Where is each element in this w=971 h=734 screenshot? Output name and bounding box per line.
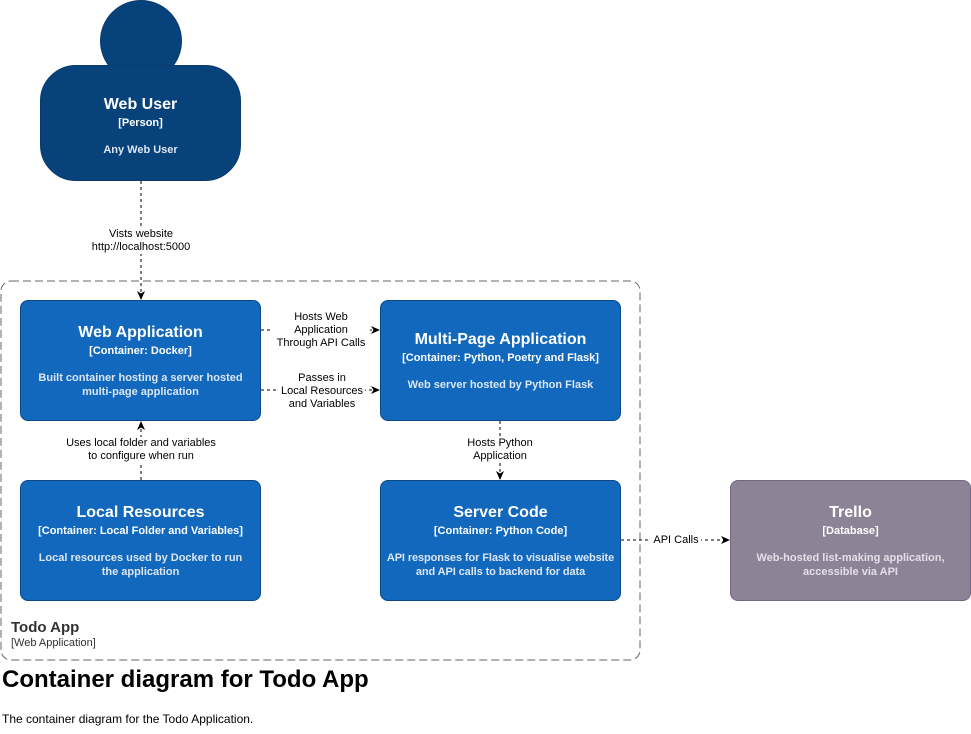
boundary-type: [Web Application] <box>11 637 96 649</box>
edge-label-passes-in: Passes in Local Resources and Variables <box>279 372 365 411</box>
container-title: Multi-Page Application <box>414 331 587 348</box>
trello-database[interactable]: Trello [Database] Web-hosted list-making… <box>730 480 971 601</box>
diagram-title: Container diagram for Todo App <box>2 666 369 693</box>
edge-label-api-calls: API Calls <box>651 534 701 547</box>
edge-label-hosts-web: Hosts Web Application Through API Calls <box>272 311 370 350</box>
diagram-description: The container diagram for the Todo Appli… <box>2 712 254 726</box>
container-title: Web Application <box>78 324 203 341</box>
database-description: Web-hosted list-making application, acce… <box>756 552 945 578</box>
container-description: Web server hosted by Python Flask <box>407 379 594 391</box>
database-title: Trello <box>829 504 872 521</box>
web-application-container[interactable]: Web Application [Container: Docker] Buil… <box>20 300 261 421</box>
container-description: API responses for Flask to visualise web… <box>386 552 615 578</box>
container-type: [Container: Python, Poetry and Flask] <box>402 352 599 364</box>
server-code-container[interactable]: Server Code [Container: Python Code] API… <box>380 480 621 601</box>
edge-label-hosts-python: Hosts Python Application <box>462 437 538 463</box>
database-type: [Database] <box>822 525 879 537</box>
container-title: Local Resources <box>76 504 205 521</box>
web-user-person[interactable]: Web User [Person] Any Web User <box>40 65 241 181</box>
edge-label-visits: Vists website http://localhost:5000 <box>86 228 196 254</box>
container-description: Local resources used by Docker to run th… <box>38 552 243 578</box>
person-title: Web User <box>103 96 178 113</box>
container-description: Built container hosting a server hosted … <box>38 372 243 398</box>
edge-label-uses-local: Uses local folder and variables to confi… <box>61 437 221 463</box>
person-description: Any Web User <box>103 144 178 156</box>
container-title: Server Code <box>453 504 548 521</box>
boundary-title: Todo App <box>11 619 80 636</box>
container-type: [Container: Docker] <box>89 345 192 357</box>
local-resources-container[interactable]: Local Resources [Container: Local Folder… <box>20 480 261 601</box>
container-type: [Container: Python Code] <box>433 525 568 537</box>
multi-page-application-container[interactable]: Multi-Page Application [Container: Pytho… <box>380 300 621 421</box>
container-type: [Container: Local Folder and Variables] <box>38 525 243 537</box>
person-type: [Person] <box>118 117 163 129</box>
